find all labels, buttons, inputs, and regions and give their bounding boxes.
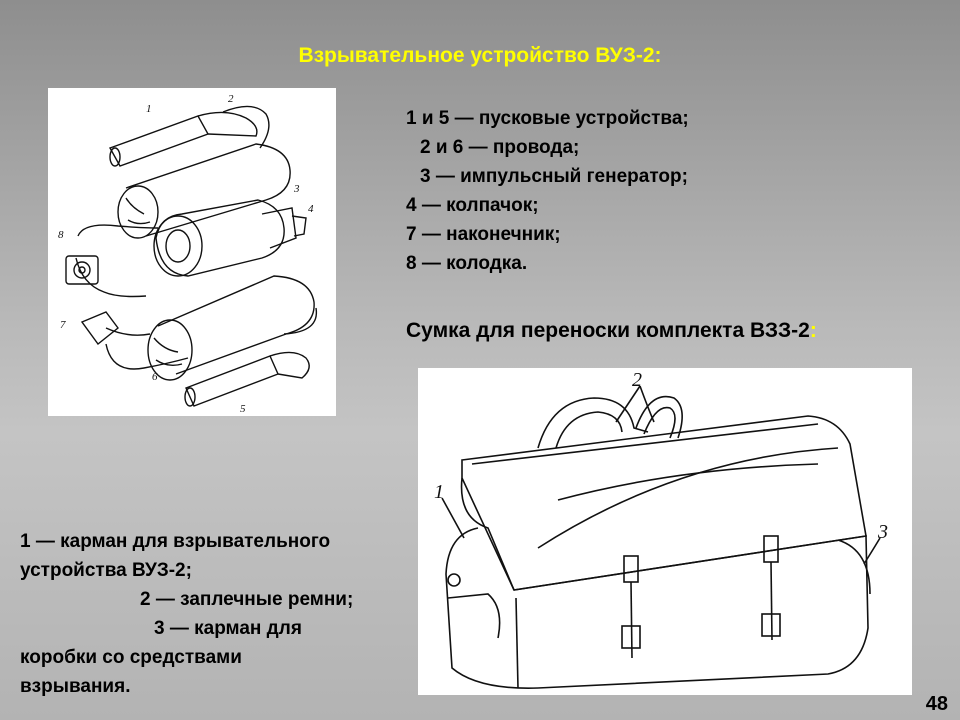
bag-label-3: 3: [877, 521, 888, 543]
device-label-8: 8: [58, 229, 64, 241]
bag-legend: 1 — карман для взрывательного устройства…: [20, 527, 420, 701]
bag-section-title-text: Сумка для переноски комплекта ВЗЗ-2: [406, 319, 810, 342]
bag-label-2: 2: [632, 369, 642, 391]
device-legend-item: 8 — колодка.: [406, 253, 528, 274]
device-legend-item: 4 — колпачок;: [406, 195, 539, 216]
bag-legend-line: 1 — карман для взрывательного: [20, 531, 331, 552]
device-legend: 1 и 5 — пусковые устройства; 2 и 6 — про…: [406, 104, 689, 278]
device-legend-item: 1 и 5 — пусковые устройства;: [406, 108, 689, 129]
device-illustration: 1 2 3 4 5 6 7 8: [58, 93, 318, 415]
device-legend-item: 3 — импульсный генератор;: [420, 166, 688, 187]
device-label-3: 3: [293, 183, 300, 195]
device-legend-item: 2 и 6 — провода;: [420, 137, 580, 158]
device-legend-item: 7 — наконечник;: [406, 224, 561, 245]
bag-legend-line: 3 — карман для: [154, 618, 302, 639]
device-label-2: 2: [228, 93, 234, 105]
device-label-4: 4: [308, 203, 314, 215]
bag-legend-line: 2 — заплечные ремни;: [140, 589, 354, 610]
bag-legend-line: устройства ВУЗ-2;: [20, 560, 192, 581]
device-drawing: 1 2 3 4 5 6 7 8: [48, 88, 336, 416]
bag-legend-line: коробки со средствами: [20, 647, 242, 668]
device-label-7: 7: [60, 319, 66, 331]
bag-illustration: 1 2 3: [434, 369, 888, 689]
bag-legend-line: взрывания.: [20, 676, 131, 697]
bag-section-title-colon: :: [809, 319, 817, 342]
bag-section-title: Сумка для переноски комплекта ВЗЗ-2:: [406, 319, 817, 343]
device-label-6: 6: [152, 371, 158, 383]
bag-label-1: 1: [434, 481, 444, 503]
page-number: 48: [925, 693, 948, 715]
device-label-1: 1: [146, 103, 152, 115]
device-label-5: 5: [240, 403, 246, 415]
bag-drawing: 1 2 3: [418, 368, 912, 695]
slide-title: Взрывательное устройство ВУЗ-2:: [298, 44, 662, 67]
